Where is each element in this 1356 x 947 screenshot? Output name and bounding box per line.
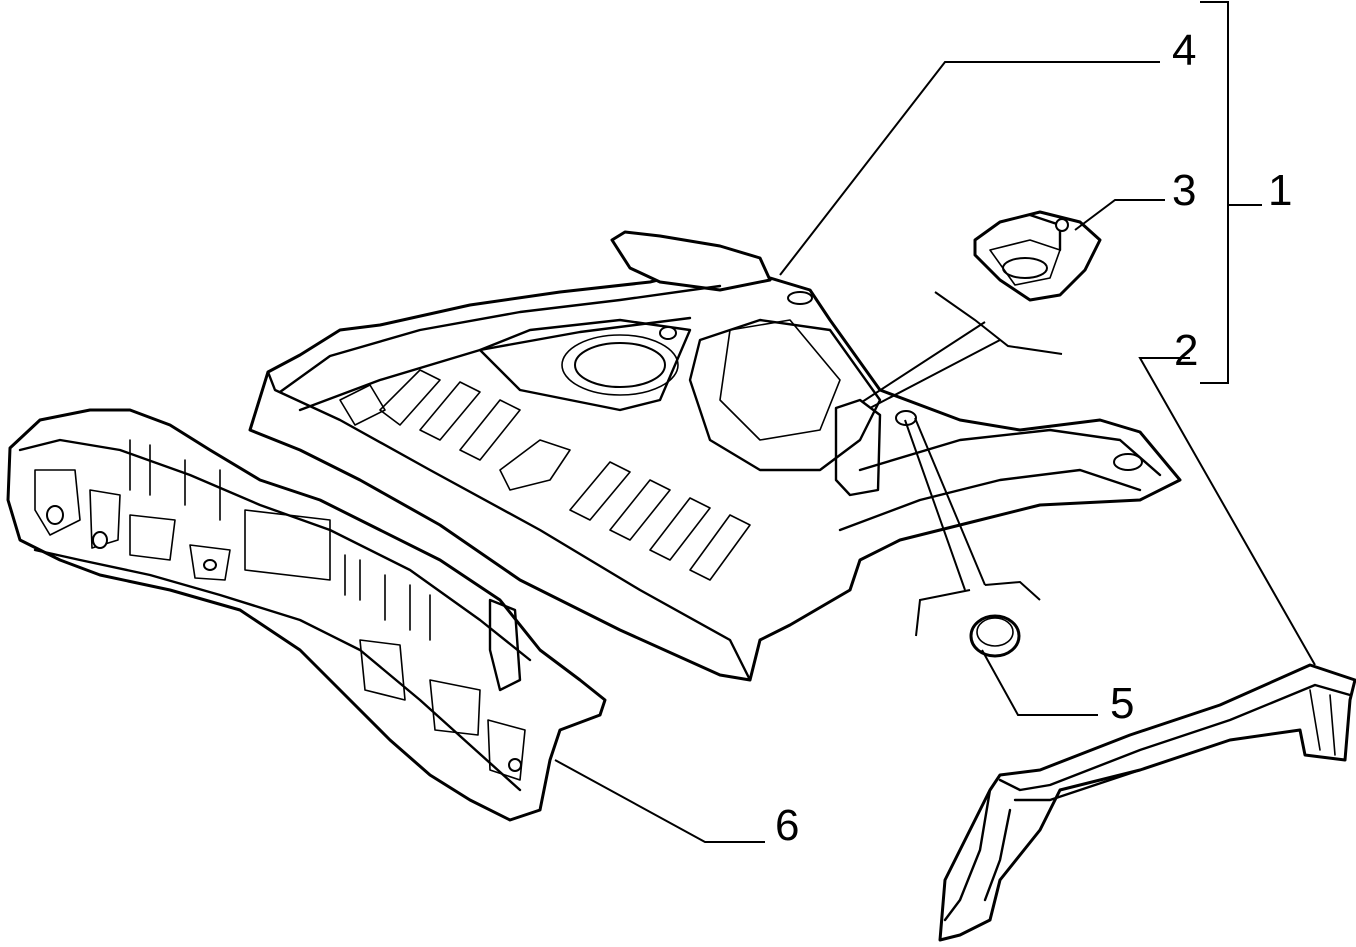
leader-4 — [779, 61, 1160, 276]
detail-indicator-lines — [861, 291, 1063, 637]
callout-2: 2 — [1174, 326, 1198, 375]
callout-4: 4 — [1172, 26, 1196, 75]
leader-3 — [1074, 199, 1165, 231]
bracket-part — [973, 210, 1102, 302]
leader-6 — [554, 759, 765, 843]
callout-labels: 1 2 3 4 5 6 — [775, 26, 1292, 850]
rear-cross-member — [938, 663, 1356, 942]
leader-2 — [1138, 357, 1316, 666]
plug-part — [969, 614, 1021, 658]
group-bracket — [1200, 1, 1262, 384]
leader-5 — [981, 649, 1098, 716]
left-side-member — [6, 408, 607, 822]
rear-floor-panel — [248, 230, 1182, 682]
callout-1: 1 — [1268, 166, 1292, 215]
callout-6: 6 — [775, 801, 799, 850]
leader-lines — [554, 1, 1316, 843]
callout-5: 5 — [1110, 679, 1134, 728]
callout-3: 3 — [1172, 166, 1196, 215]
